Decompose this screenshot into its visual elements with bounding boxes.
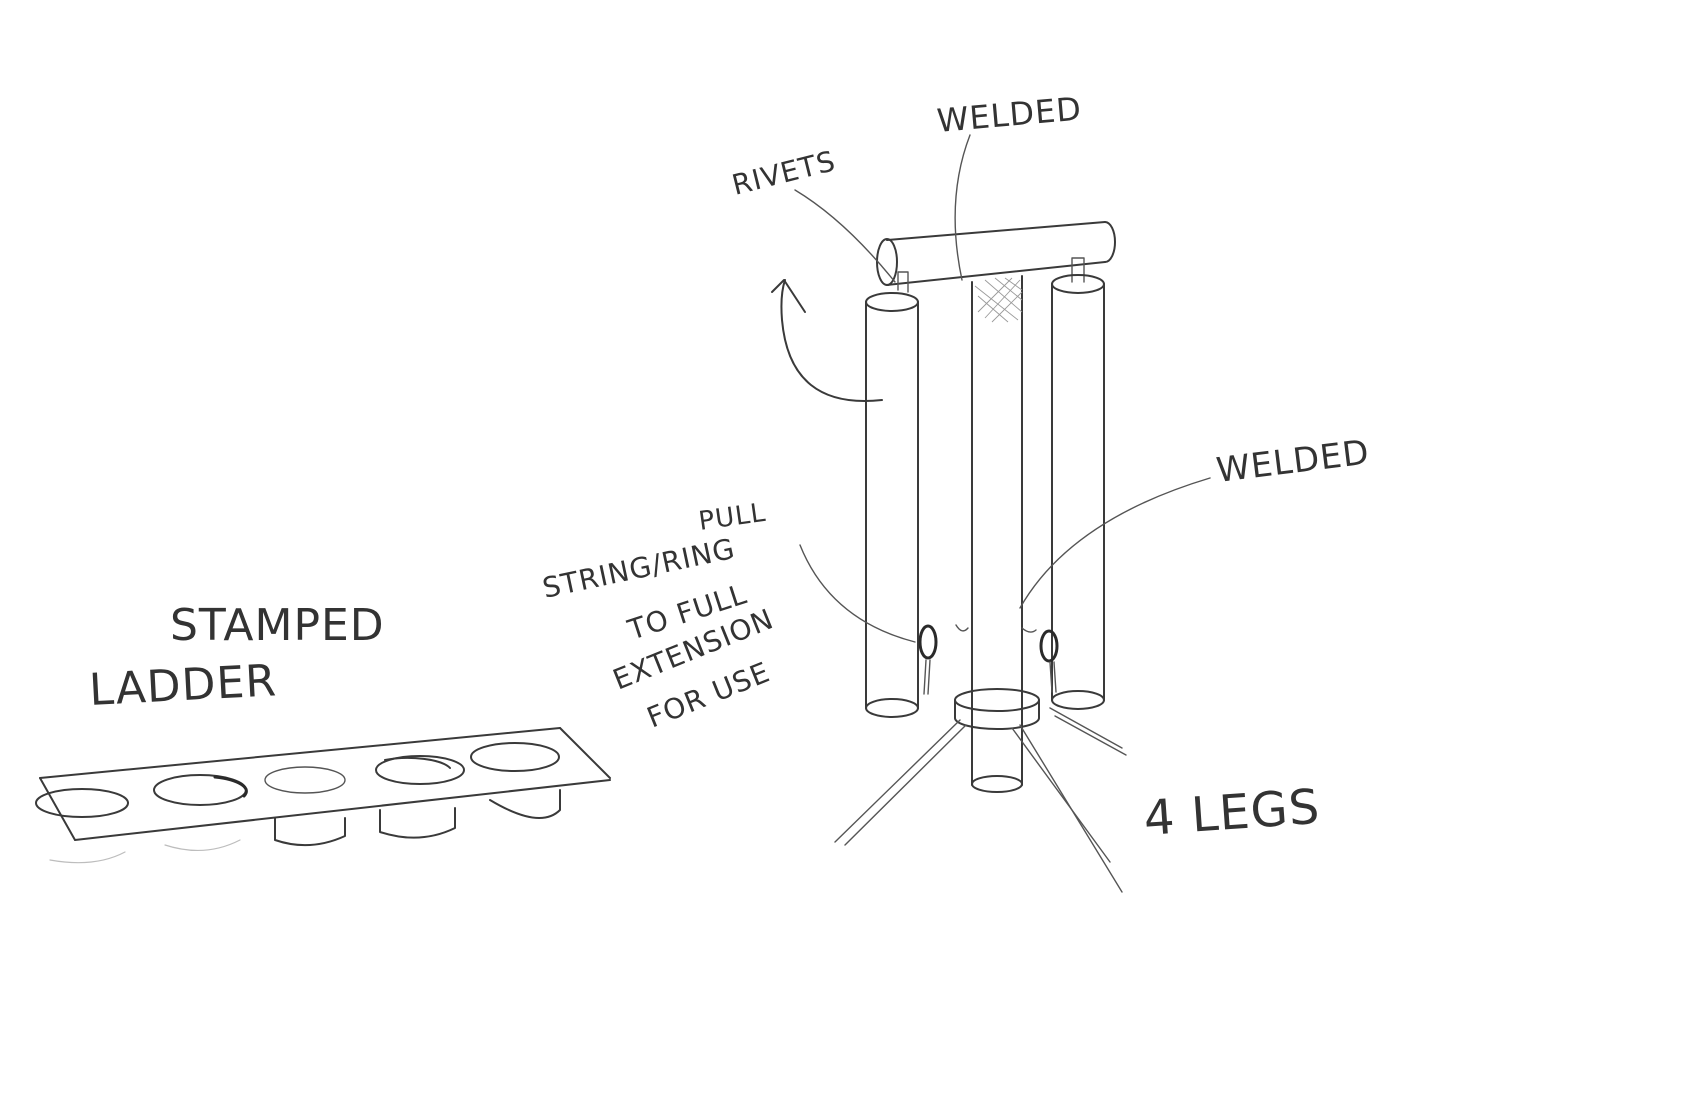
leader-lines: [794, 134, 1211, 643]
label-ladder: LADDER: [88, 655, 278, 716]
stamped-ladder-drawing: [35, 727, 611, 864]
label-pull: PULL: [697, 498, 768, 537]
label-rivets: RIVETS: [729, 144, 839, 202]
label-welded-top: WELDED: [935, 89, 1083, 140]
label-4-legs: 4 LEGS: [1142, 779, 1322, 847]
label-stamped: STAMPED: [170, 600, 385, 651]
tube-stand-drawing: [771, 221, 1127, 893]
label-welded-mid: WELDED: [1214, 432, 1372, 490]
